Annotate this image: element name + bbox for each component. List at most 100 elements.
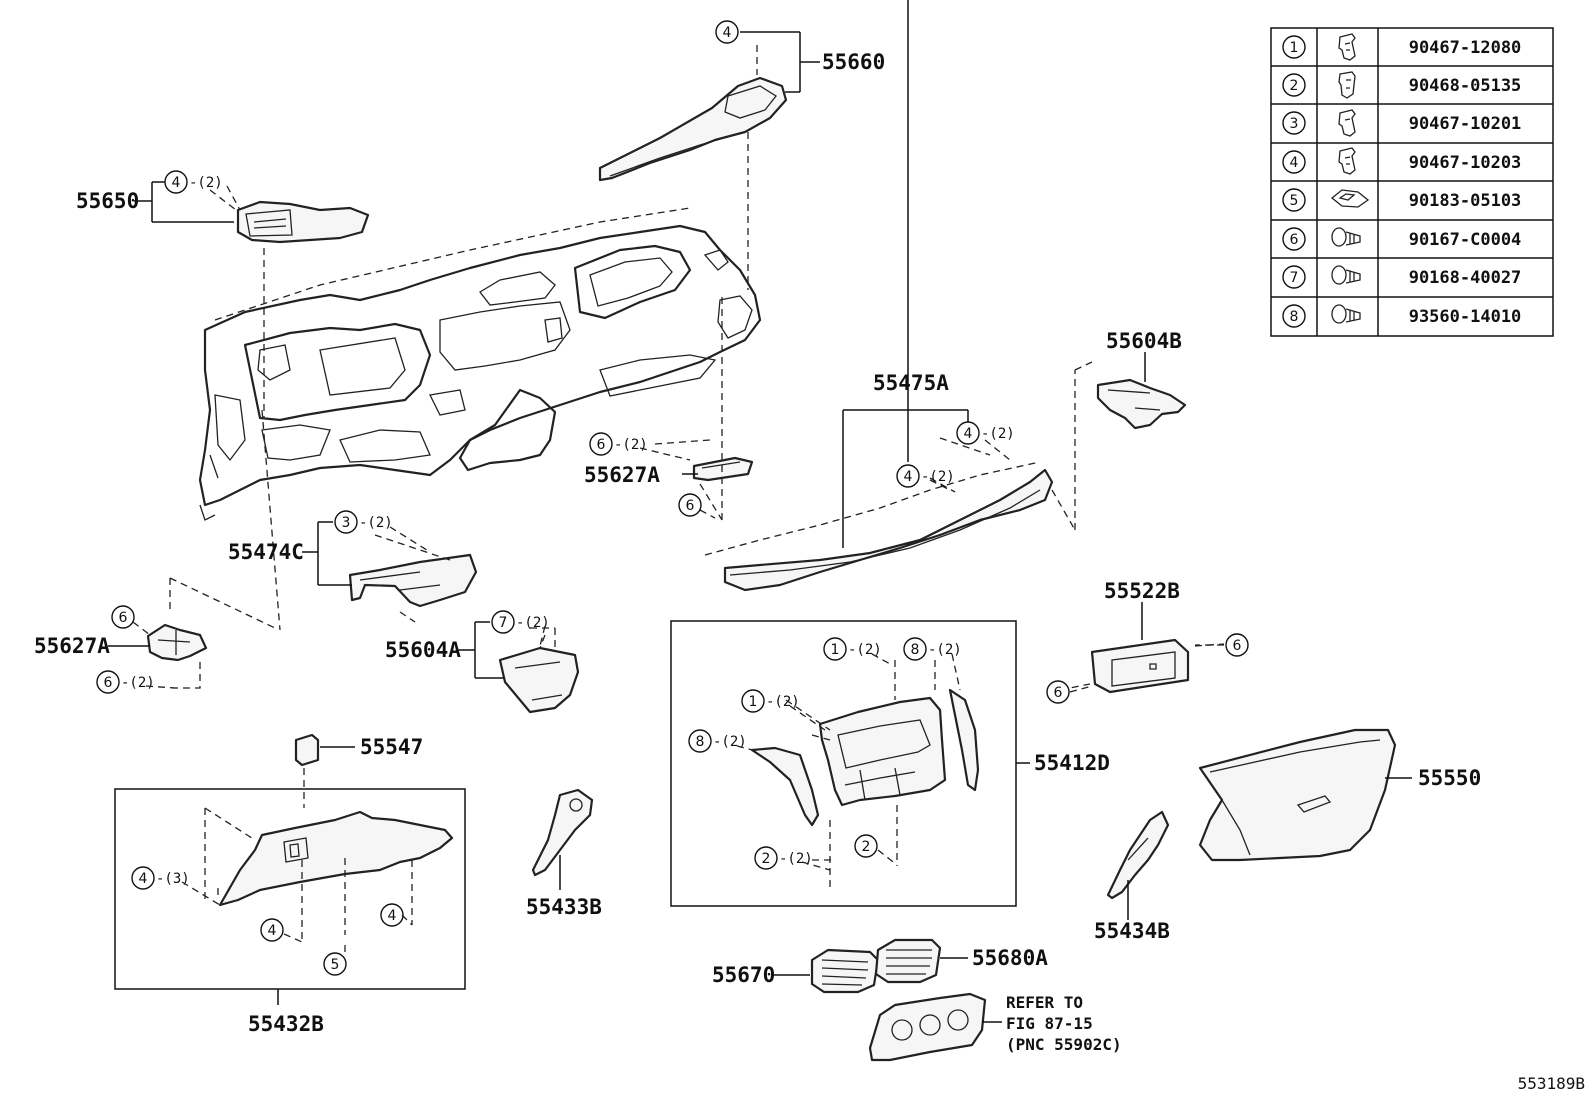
callout-quantity: -(2) bbox=[921, 469, 955, 485]
part-55432B-frame: 55432B bbox=[114, 788, 466, 1036]
part-55627A-lower-drawing bbox=[146, 577, 276, 689]
part-label-group: 55660 bbox=[740, 31, 885, 93]
part-55522B-drawing bbox=[1059, 638, 1225, 694]
callout: 6 -(2) bbox=[96, 670, 155, 694]
fastener-num: 5 bbox=[1290, 193, 1299, 209]
callout-number: 2 bbox=[762, 851, 771, 867]
callout: 6 bbox=[111, 605, 135, 629]
callout: 6 bbox=[1046, 680, 1070, 704]
part-label-group: 55670 bbox=[712, 963, 810, 987]
part-number-label: 55434B bbox=[1094, 919, 1170, 943]
callout: 4 -(2) bbox=[956, 421, 1015, 445]
part-number-label: 55680A bbox=[972, 946, 1048, 970]
callout: 6 bbox=[1225, 633, 1249, 657]
callout: 6 bbox=[678, 493, 702, 517]
callout-number: 4 bbox=[723, 25, 732, 41]
callout: 4 -(2) bbox=[164, 170, 223, 194]
part-55670-drawing bbox=[810, 948, 880, 994]
callout-quantity: -(2) bbox=[614, 437, 648, 453]
part-55604B-drawing bbox=[1096, 378, 1187, 430]
refer-note-line1: REFER TO bbox=[1006, 993, 1083, 1012]
callout: 8 -(2) bbox=[903, 637, 962, 661]
part-55660-drawing bbox=[598, 45, 788, 290]
callout-quantity: -(2) bbox=[359, 515, 393, 531]
callout-quantity: -(2) bbox=[766, 694, 800, 710]
part-55680A-drawing bbox=[874, 938, 942, 984]
part-55650-drawing bbox=[209, 189, 370, 631]
part-55433B-drawing bbox=[531, 788, 594, 877]
callout-number: 6 bbox=[104, 675, 113, 691]
part-label-group: 55522B bbox=[1104, 579, 1180, 640]
part-label-group: 55650 bbox=[76, 181, 234, 223]
part-label-group: 55604B bbox=[1106, 329, 1182, 382]
part-label-group: 55550 bbox=[1385, 766, 1481, 790]
callout-quantity: -(2) bbox=[121, 675, 155, 691]
callout: 4 -(3) bbox=[131, 866, 190, 890]
fastener-part-number: 90467-10203 bbox=[1409, 153, 1522, 173]
fastener-table: 1 90467-12080 2 90468-05135 3 90467-1020… bbox=[1270, 27, 1554, 337]
part-number-label: 55604B bbox=[1106, 329, 1182, 353]
callout-number: 8 bbox=[911, 642, 920, 658]
part-55432B-drawing bbox=[204, 807, 454, 942]
fastener-num: 4 bbox=[1290, 155, 1299, 171]
fastener-num: 6 bbox=[1290, 232, 1299, 248]
callout-quantity: -(2) bbox=[779, 851, 813, 867]
clip-icon bbox=[1338, 33, 1356, 61]
callout: 1 -(2) bbox=[823, 637, 882, 661]
fastener-part-number: 90167-C0004 bbox=[1409, 230, 1522, 250]
fastener-part-number: 93560-14010 bbox=[1409, 307, 1522, 327]
part-55475A-drawing bbox=[704, 361, 1093, 592]
part-55604A-drawing bbox=[498, 627, 580, 714]
part-55412D-drawing bbox=[750, 660, 980, 890]
callout: 1 -(2) bbox=[741, 689, 800, 713]
callout-number: 6 bbox=[1233, 638, 1242, 654]
callout-number: 3 bbox=[342, 515, 351, 531]
callout-number: 4 bbox=[172, 175, 181, 191]
climate-control-bezel-drawing bbox=[868, 992, 1002, 1062]
part-number-label: 55650 bbox=[76, 189, 139, 213]
fastener-row: 8 93560-14010 bbox=[1282, 304, 1522, 328]
callout-quantity: -(2) bbox=[848, 642, 882, 658]
part-number-label: 55433B bbox=[526, 895, 602, 919]
part-label-group: 55475A bbox=[842, 0, 969, 548]
callout-number: 4 bbox=[268, 923, 277, 939]
callout: 8 -(2) bbox=[688, 729, 747, 753]
part-55627A-upper-drawing bbox=[654, 296, 754, 521]
fastener-part-number: 90168-40027 bbox=[1409, 268, 1522, 288]
callout-number: 7 bbox=[499, 615, 508, 631]
part-55550-drawing bbox=[1198, 728, 1397, 862]
refer-note: REFER TO FIG 87-15 (PNC 55902C) bbox=[1006, 993, 1122, 1054]
part-number-label: 55627A bbox=[34, 634, 110, 658]
fastener-row: 6 90167-C0004 bbox=[1282, 227, 1522, 251]
callout-number: 1 bbox=[831, 642, 840, 658]
part-number-label: 55522B bbox=[1104, 579, 1180, 603]
part-number-label: 55475A bbox=[873, 371, 949, 395]
part-55474C-drawing bbox=[348, 534, 478, 623]
nut-icon bbox=[1330, 189, 1370, 208]
fastener-row: 2 90468-05135 bbox=[1282, 71, 1521, 99]
callout-number: 5 bbox=[331, 957, 340, 973]
callout: 4 bbox=[380, 903, 404, 927]
callout: 5 bbox=[323, 952, 347, 976]
fastener-num: 2 bbox=[1290, 78, 1299, 94]
fastener-part-number: 90467-12080 bbox=[1409, 38, 1522, 58]
callout: 4 -(2) bbox=[896, 464, 955, 488]
part-label-group: 55547 bbox=[320, 735, 423, 759]
part-55434B-drawing bbox=[1106, 810, 1170, 900]
refer-note-line2: FIG 87-15 bbox=[1006, 1014, 1093, 1033]
fastener-num: 1 bbox=[1290, 40, 1299, 56]
callout: 2 bbox=[854, 834, 878, 858]
part-number-label: 55550 bbox=[1418, 766, 1481, 790]
callout: 7 -(2) bbox=[491, 610, 550, 634]
part-number-label: 55660 bbox=[822, 50, 885, 74]
callout-number: 6 bbox=[597, 437, 606, 453]
instrument-panel-drawing bbox=[198, 207, 762, 521]
fastener-num: 8 bbox=[1290, 309, 1299, 325]
fastener-part-number: 90183-05103 bbox=[1409, 191, 1522, 211]
part-label-group: 55627A bbox=[34, 634, 150, 658]
callout: 2 -(2) bbox=[754, 846, 813, 870]
part-number-label: 55627A bbox=[584, 463, 660, 487]
screw-icon bbox=[1331, 304, 1361, 324]
callout-quantity: -(2) bbox=[981, 426, 1015, 442]
